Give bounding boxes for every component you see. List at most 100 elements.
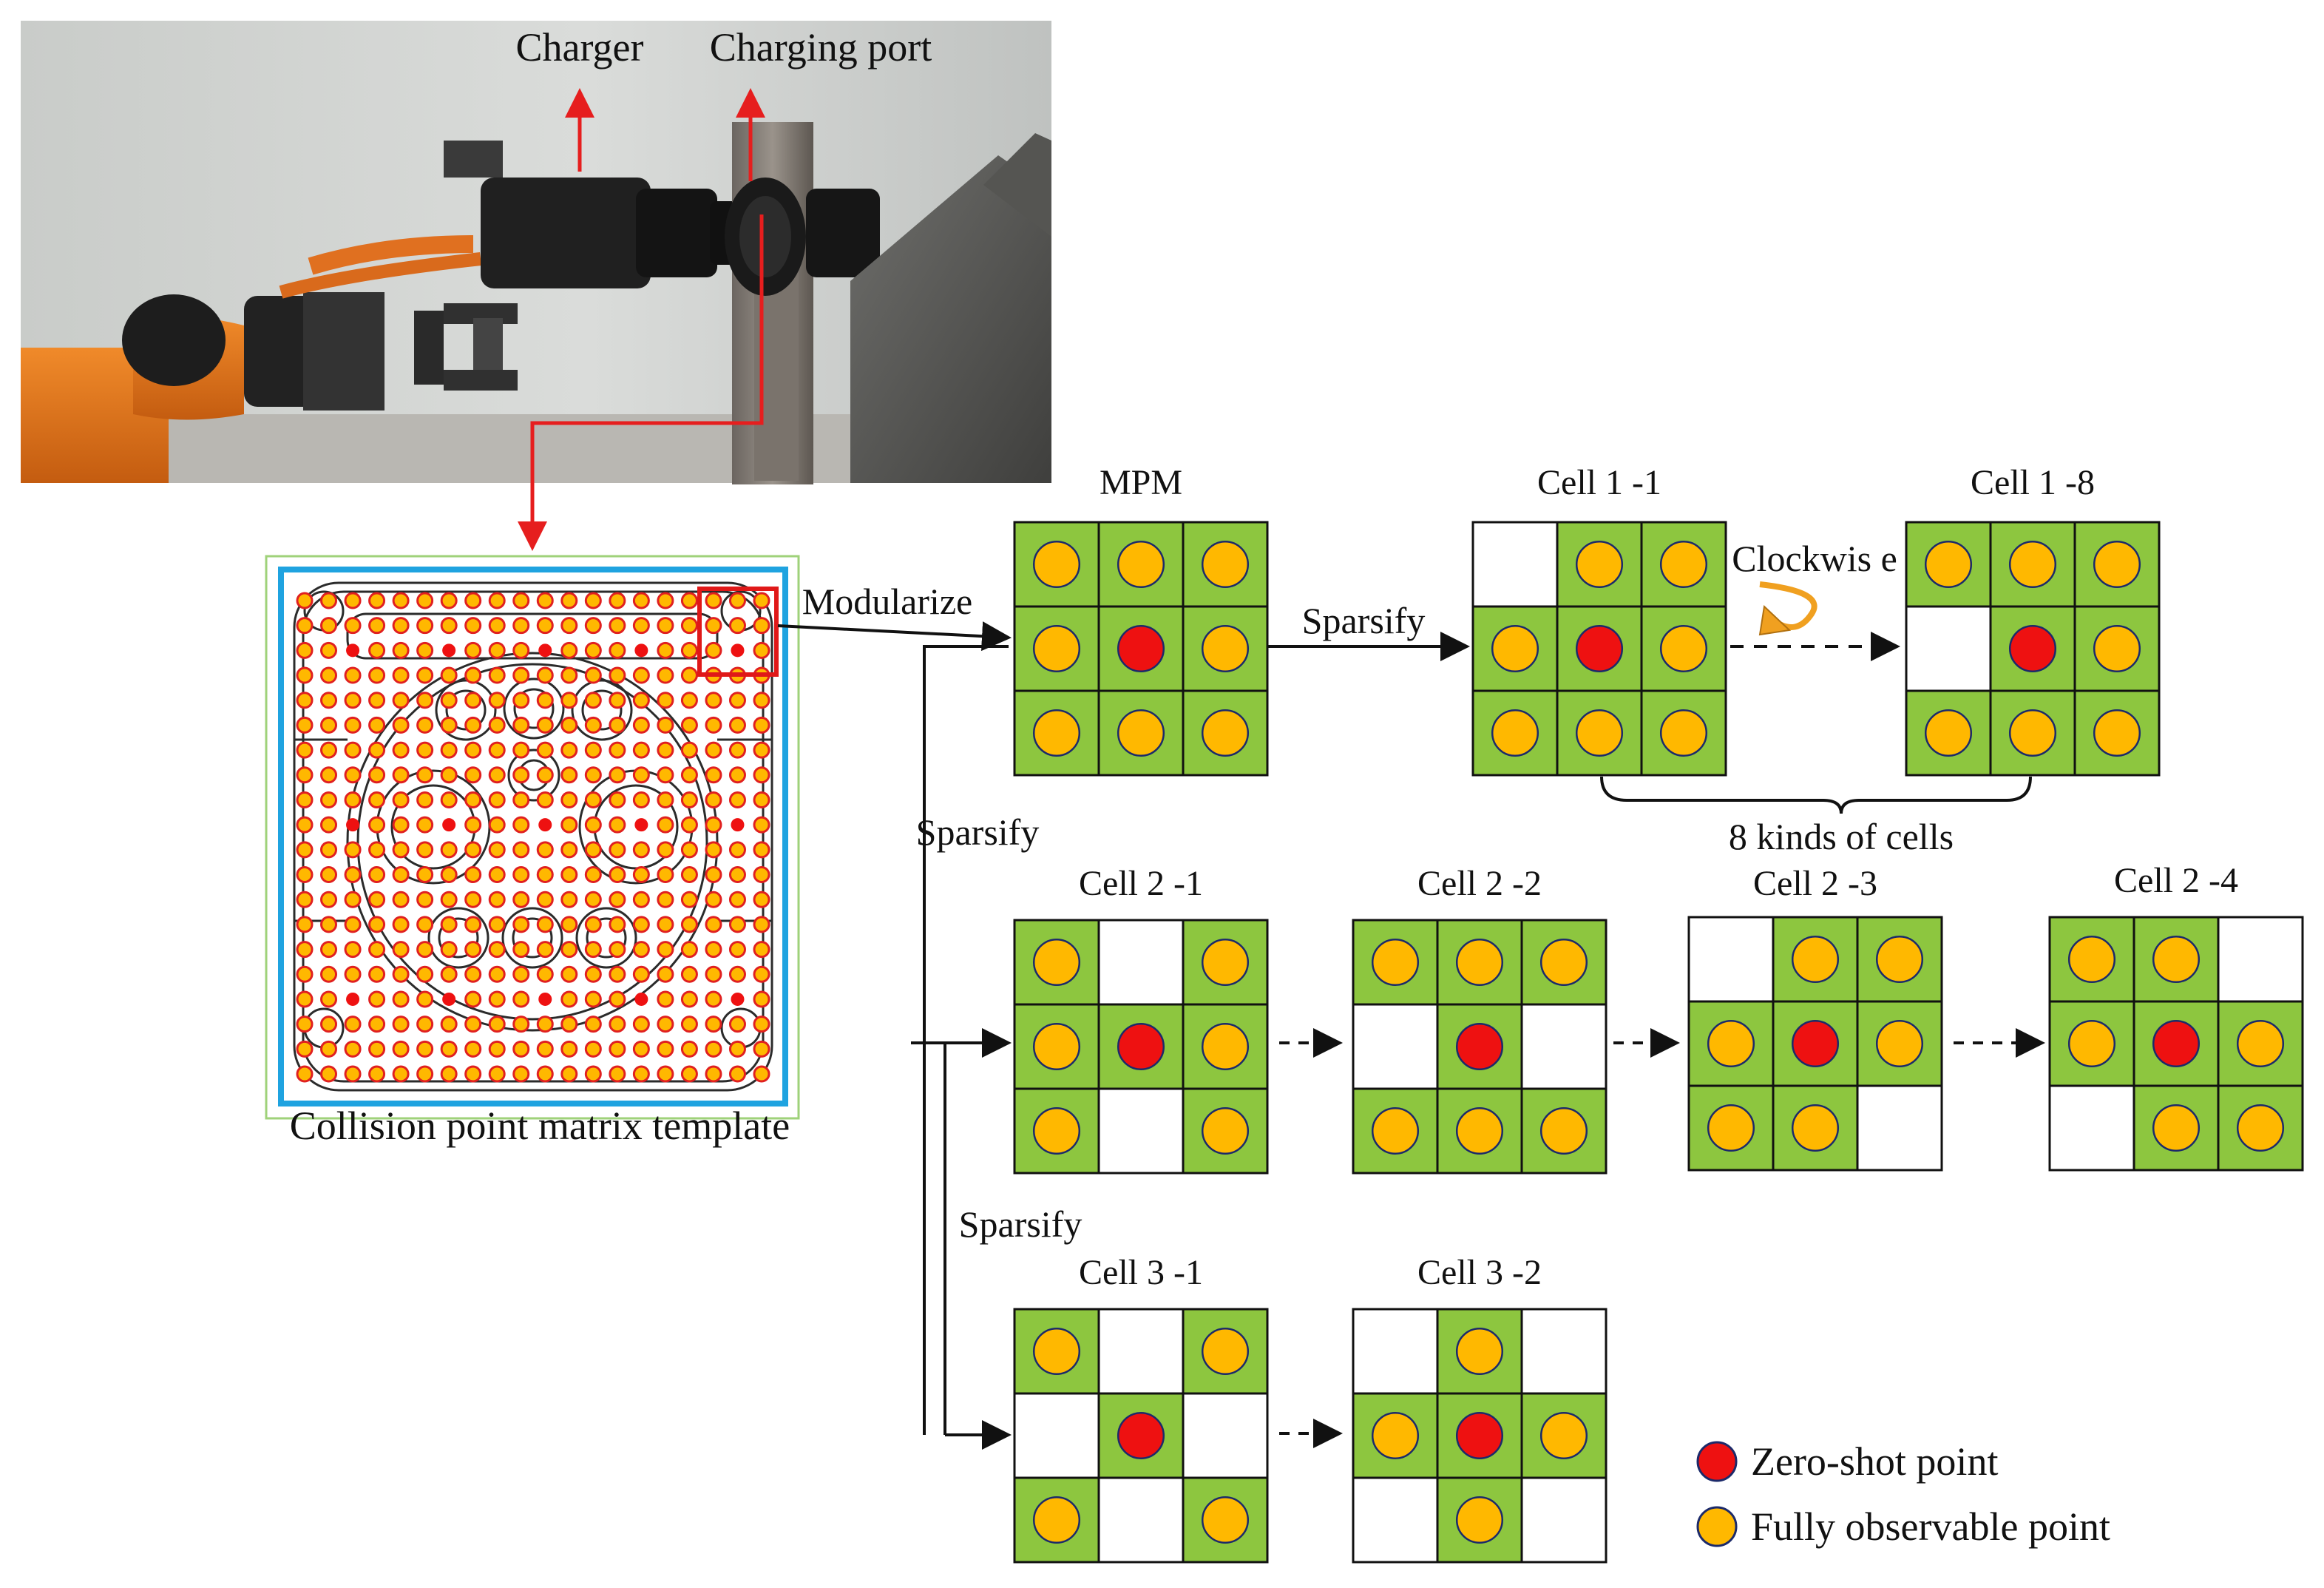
template-observable-point — [344, 766, 362, 784]
observable-point — [1032, 1327, 1081, 1376]
template-observable-point — [512, 891, 530, 908]
template-observable-point — [512, 617, 530, 635]
template-observable-point — [296, 891, 314, 908]
template-observable-point — [464, 990, 482, 1008]
template-observable-point — [705, 1065, 722, 1083]
template-observable-point — [296, 791, 314, 808]
template-observable-point — [344, 1016, 362, 1033]
empty-cell — [1905, 605, 1992, 692]
template-observable-point — [657, 766, 674, 784]
template-observable-point — [560, 1040, 578, 1058]
template-observable-point — [512, 841, 530, 859]
template-observable-point — [368, 941, 386, 959]
template-observable-point — [705, 1016, 722, 1033]
modularize-arrow — [777, 621, 1012, 652]
zero-shot-point — [2008, 624, 2057, 673]
template-observable-point — [632, 617, 650, 635]
template-observable-point — [488, 617, 506, 635]
template-observable-point — [705, 941, 722, 959]
template-observable-point — [536, 891, 554, 908]
template-observable-point — [488, 816, 506, 834]
template-observable-point — [392, 766, 410, 784]
template-observable-point — [560, 816, 578, 834]
sparsify-trunk-line — [923, 645, 1009, 1435]
template-observable-point — [344, 791, 362, 808]
cell-3-1-grid: Cell 3 -1 — [1013, 1253, 1269, 1564]
template-observable-point — [632, 716, 650, 734]
template-observable-point — [488, 791, 506, 808]
observable-point — [2152, 1104, 2201, 1152]
template-observable-point — [344, 617, 362, 635]
observable-point — [1201, 1106, 1250, 1155]
template-observable-point — [560, 617, 578, 635]
template-observable-point — [440, 891, 458, 908]
template-observable-point — [632, 941, 650, 959]
template-observable-point — [728, 941, 746, 959]
template-observable-point — [296, 841, 314, 859]
empty-cell — [1097, 1087, 1185, 1175]
template-observable-point — [680, 941, 698, 959]
template-observable-point — [680, 1016, 698, 1033]
template-observable-point — [440, 592, 458, 609]
template-observable-point — [320, 990, 338, 1008]
brace-label: 8 kinds of cells — [1729, 816, 1954, 857]
observable-point — [1201, 938, 1250, 987]
template-observable-point — [728, 891, 746, 908]
template-observable-point — [680, 916, 698, 933]
template-observable-point — [753, 1065, 770, 1083]
template-observable-point — [320, 617, 338, 635]
template-observable-point — [560, 866, 578, 884]
template-observable-point — [536, 766, 554, 784]
robot-charging-photo — [21, 21, 1051, 484]
template-observable-point — [680, 592, 698, 609]
observable-point — [1791, 935, 1840, 984]
template-observable-point — [753, 816, 770, 834]
charging-port-icon — [725, 122, 880, 484]
observable-point — [2236, 1019, 2285, 1068]
zero-shot-point — [2152, 1019, 2201, 1068]
template-observable-point — [609, 641, 626, 659]
collision-point-grid — [296, 592, 770, 1083]
template-observable-point — [705, 791, 722, 808]
template-observable-point — [584, 1016, 602, 1033]
template-observable-point — [536, 866, 554, 884]
filled-cell — [1640, 689, 1727, 777]
template-observable-point — [753, 941, 770, 959]
template-observable-point — [657, 1016, 674, 1033]
template-observable-point — [488, 1016, 506, 1033]
template-observable-point — [657, 741, 674, 759]
charging-port-label: Charging port — [710, 25, 932, 70]
template-observable-point — [680, 692, 698, 709]
template-observable-point — [705, 916, 722, 933]
filled-cell — [1013, 919, 1100, 1006]
template-observable-point — [368, 741, 386, 759]
template-observable-point — [680, 617, 698, 635]
template-observable-point — [728, 791, 746, 808]
template-observable-point — [440, 692, 458, 709]
template-observable-point — [536, 1040, 554, 1058]
template-observable-point — [728, 1065, 746, 1083]
template-observable-point — [440, 617, 458, 635]
template-observable-point — [584, 841, 602, 859]
template-observable-point — [320, 816, 338, 834]
template-observable-point — [392, 866, 410, 884]
template-observable-point — [584, 891, 602, 908]
template-observable-point — [416, 1016, 434, 1033]
template-observable-point — [584, 791, 602, 808]
observable-point — [1371, 938, 1420, 987]
template-observable-point — [560, 741, 578, 759]
sparsify-branch-line — [911, 1041, 946, 1435]
template-observable-point — [512, 941, 530, 959]
template-observable-point — [609, 741, 626, 759]
template-observable-point — [416, 666, 434, 684]
template-observable-point — [344, 941, 362, 959]
observable-point — [1539, 938, 1588, 987]
template-observable-point — [609, 666, 626, 684]
template-observable-point — [560, 692, 578, 709]
photo-leader-arrows — [518, 88, 765, 551]
template-observable-point — [296, 741, 314, 759]
template-observable-point — [560, 841, 578, 859]
template-observable-point — [296, 816, 314, 834]
template-observable-point — [320, 766, 338, 784]
template-observable-point — [440, 1065, 458, 1083]
